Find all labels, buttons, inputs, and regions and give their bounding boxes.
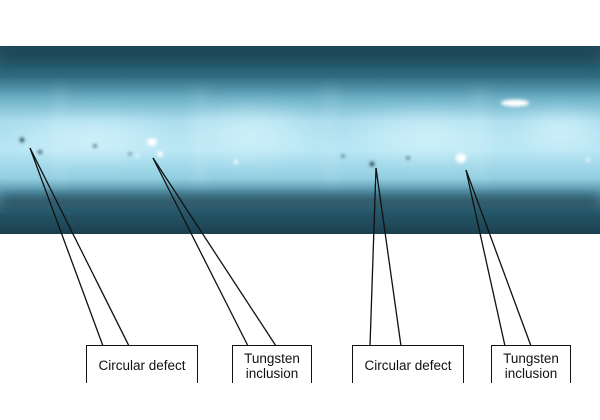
callout-label: Circular defect: [364, 358, 452, 373]
callout-label: Circular defect: [98, 358, 186, 373]
callout-label: Tungsten inclusion: [244, 350, 300, 381]
weld-radiograph-image: [0, 46, 600, 234]
callout-label: Tungsten inclusion: [503, 350, 559, 381]
callout-tungsten-inclusion-1: Tungsten inclusion: [232, 345, 312, 383]
callout-tungsten-inclusion-2: Tungsten inclusion: [491, 345, 571, 383]
callout-circular-defect-1: Circular defect: [86, 345, 198, 383]
callout-circular-defect-2: Circular defect: [352, 345, 464, 383]
